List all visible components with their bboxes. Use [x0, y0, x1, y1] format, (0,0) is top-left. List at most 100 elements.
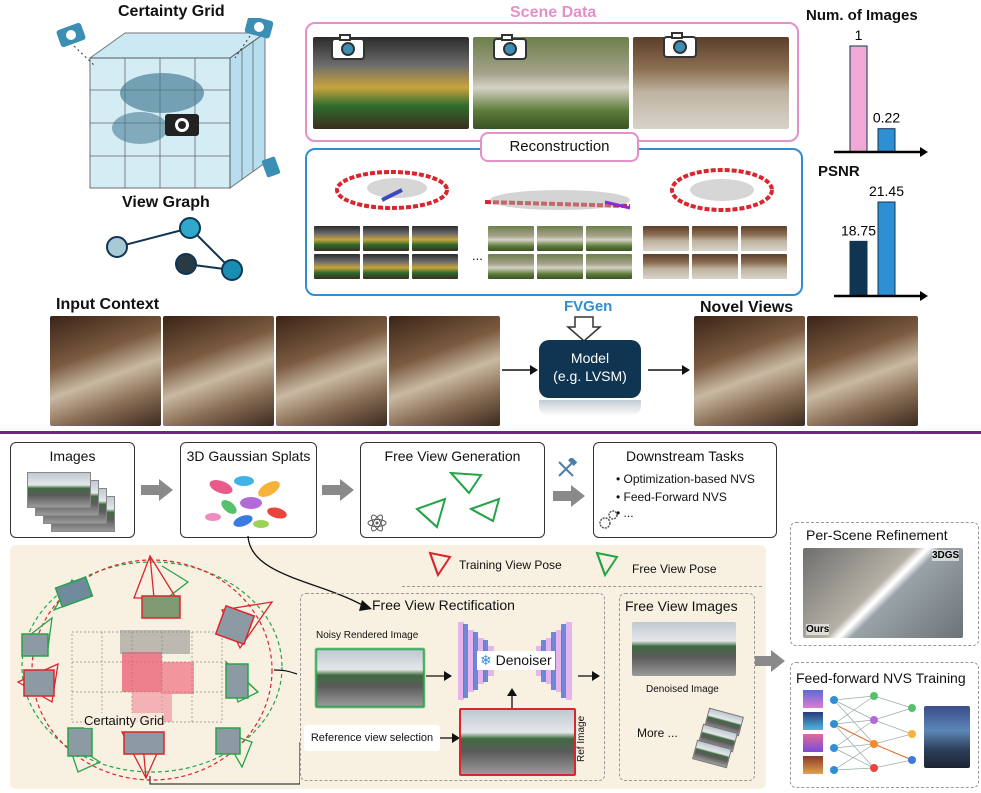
input-context-image-1 — [50, 316, 161, 426]
point-cloud-store — [335, 170, 449, 210]
x-axis-arrowhead — [920, 291, 928, 301]
free-view-images-panel — [619, 593, 755, 781]
scene-image-lecture — [633, 37, 789, 129]
bar-value-label: 1 — [855, 27, 863, 43]
gray-arrow-to-applications — [755, 650, 785, 672]
view-graph-illustration — [106, 217, 243, 281]
reference-selection-label: Reference view selection — [304, 725, 440, 751]
camera-icon — [331, 34, 365, 60]
rectification-title: Free View Rectification — [372, 597, 515, 613]
fvgen-label: FVGen — [564, 298, 613, 315]
free-pose-label: Free View Pose — [632, 562, 717, 576]
model-box: Model (e.g. LVSM) — [539, 340, 641, 398]
certainty-grid-illustration — [56, 18, 281, 189]
camera-icon — [56, 22, 86, 48]
downstream-item-label: Optimization-based NVS — [623, 472, 755, 486]
bar-value-label: 0.22 — [873, 110, 900, 126]
downstream-tasks-title: Downstream Tasks — [625, 448, 744, 464]
feedforward-input-image — [803, 690, 823, 708]
ref-image — [459, 708, 576, 776]
reconstruction-thumbnails-garden — [488, 226, 640, 279]
gray-arrow-3 — [553, 485, 585, 507]
arrow-from-denoiser — [578, 671, 600, 681]
input-context-title: Input Context — [56, 296, 160, 313]
arrow-to-novel-views — [648, 365, 690, 375]
tag-ours: Ours — [806, 624, 830, 635]
novel-views-title: Novel Views — [700, 299, 794, 316]
psnr-chart-title: PSNR — [818, 163, 860, 180]
noisy-rendered-image — [315, 648, 425, 708]
bar-1 — [877, 201, 896, 297]
free-view-poses-illustration — [415, 471, 501, 529]
model-example-label: (e.g. LVSM) — [553, 368, 627, 384]
images-box: Images — [10, 442, 135, 538]
camera-poses-illustration — [16, 554, 300, 785]
denoiser-label-box: ❄ Denoiser — [477, 651, 555, 670]
gaussian-splats-box: 3D Gaussian Splats — [180, 442, 317, 538]
model-box-reflection — [539, 400, 641, 416]
arrow-to-denoiser — [426, 671, 452, 681]
free-view-generation-box: Free View Generation — [360, 442, 545, 538]
downstream-item-3: • ... — [616, 506, 634, 520]
certainty-grid-title: Certainty Grid — [118, 3, 225, 20]
training-pose-icon — [428, 551, 452, 578]
section-divider — [0, 431, 981, 434]
per-scene-refinement-panel — [790, 522, 979, 646]
input-context-image-4 — [389, 316, 500, 426]
gaussian-splats-title: 3D Gaussian Splats — [186, 448, 311, 464]
input-context-image-2 — [163, 316, 274, 426]
ref-image-label: Ref Image — [576, 715, 587, 762]
feedforward-title: Feed-forward NVS Training — [796, 670, 966, 686]
point-cloud-garden — [484, 190, 631, 210]
bar-0 — [849, 45, 868, 153]
input-context-image-3 — [276, 316, 387, 426]
downstream-item-2: • Feed-Forward NVS — [616, 490, 727, 504]
downstream-tasks-box: Downstream Tasks • Optimization-based NV… — [593, 442, 777, 538]
gray-arrow-1 — [141, 479, 173, 501]
denoised-image — [632, 622, 736, 676]
more-label: More ... — [637, 726, 678, 740]
free-pose-icon — [595, 551, 619, 578]
reconstruction-thumbnails-store — [314, 226, 466, 279]
denoised-image-label: Denoised Image — [646, 684, 719, 695]
novel-view-image-2 — [807, 316, 918, 426]
model-label: Model — [570, 350, 610, 366]
arrow-ref-to-denoiser — [507, 688, 517, 708]
point-cloud-lecture — [670, 168, 774, 212]
reconstruction-thumbnails-lecture — [643, 226, 795, 279]
per-scene-refinement-title: Per-Scene Refinement — [806, 527, 948, 543]
bar-0 — [849, 240, 868, 297]
bar-value-label: 21.45 — [869, 183, 904, 199]
refinement-comparison-image — [803, 548, 963, 638]
downstream-item-1: • Optimization-based NVS — [616, 472, 755, 486]
num-images-chart: 10.22 — [834, 27, 928, 157]
free-view-generation-title: Free View Generation — [384, 448, 521, 464]
bar-1 — [877, 128, 896, 153]
images-title: Images — [49, 448, 96, 464]
legend-separator — [402, 586, 762, 587]
gray-arrow-2 — [322, 479, 354, 501]
tools-icon — [558, 458, 578, 477]
view-graph-title: View Graph — [122, 194, 210, 211]
num-images-chart-title: Num. of Images — [806, 7, 918, 24]
x-axis-arrowhead — [920, 147, 928, 157]
snowflake-icon: ❄ — [480, 652, 492, 668]
denoiser-label: Denoiser — [495, 652, 552, 668]
gaussian-splats-illustration — [205, 476, 287, 528]
downstream-item-label: ... — [623, 506, 634, 520]
rectification-panel — [300, 593, 605, 781]
camera-icon — [663, 32, 697, 58]
down-arrow-icon — [566, 316, 602, 342]
atom-icon — [367, 514, 387, 532]
splats-to-rectification-connector — [247, 536, 372, 611]
feedforward-output-image — [924, 706, 970, 768]
feedforward-panel — [790, 662, 979, 788]
downstream-item-label: Feed-Forward NVS — [623, 490, 727, 504]
neural-network-illustration — [830, 692, 916, 774]
certainty-grid-label: Certainty Grid — [84, 713, 165, 728]
novel-view-image-1 — [694, 316, 805, 426]
camera-icon — [493, 34, 527, 60]
training-pose-label: Training View Pose — [459, 558, 562, 572]
gears-icon — [599, 510, 618, 529]
